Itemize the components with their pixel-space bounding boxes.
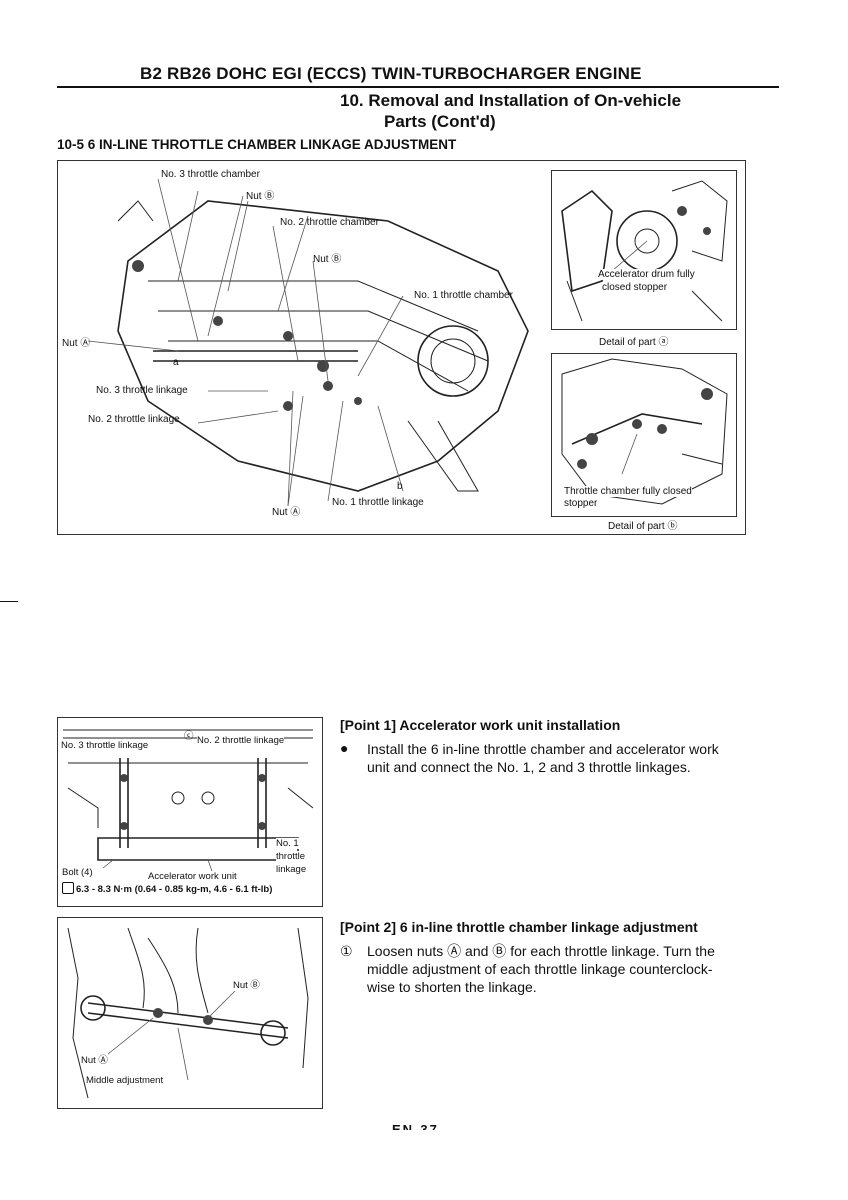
label-nut-b-top: Nut Ⓑ bbox=[246, 191, 275, 202]
label-no3-throttle-chamber: No. 3 throttle chamber bbox=[161, 169, 260, 180]
title-rule bbox=[57, 86, 779, 88]
point2-title: [Point 2] 6 in-line throttle chamber lin… bbox=[340, 919, 698, 935]
label-no1-throttle-chamber: No. 1 throttle chamber bbox=[414, 290, 513, 301]
subsection-title: 10-5 6 IN-LINE THROTTLE CHAMBER LINKAGE … bbox=[57, 137, 457, 152]
p1-label-bolt: Bolt (4) bbox=[62, 867, 93, 878]
p1-marker-c: ⓒ bbox=[184, 731, 194, 742]
marker-a: a bbox=[173, 357, 179, 368]
p1-label-no1-line2: throttle bbox=[276, 851, 306, 862]
detail-a-drawing bbox=[561, 180, 728, 322]
engine-drawing bbox=[87, 178, 529, 507]
point1-text-line1: Install the 6 in-line throttle chamber a… bbox=[367, 741, 719, 757]
point2-text-line3: wise to shorten the linkage. bbox=[367, 979, 537, 995]
point2-text-line2: middle adjustment of each throttle linka… bbox=[367, 961, 713, 977]
detail-a-label-line1: Accelerator drum fully bbox=[598, 269, 695, 280]
p2-label-nut-b: Nut Ⓑ bbox=[233, 977, 260, 991]
p2-label-middle: Middle adjustment bbox=[86, 1075, 164, 1086]
detail-a-label-line2: closed stopper bbox=[602, 282, 668, 293]
point2-drawing bbox=[67, 927, 309, 1099]
point1-title: [Point 1] Accelerator work unit installa… bbox=[340, 717, 621, 733]
label-nut-b-mid: Nut Ⓑ bbox=[313, 254, 342, 265]
p1-label-no3-linkage: No. 3 throttle linkage bbox=[61, 740, 149, 751]
detail-a-figure: Accelerator drum fully closed stopper bbox=[551, 170, 737, 330]
p2-label-nut-a: Nut Ⓐ bbox=[81, 1052, 108, 1066]
detail-b-label-line2: stopper bbox=[564, 498, 598, 509]
label-no3-throttle-linkage: No. 3 throttle linkage bbox=[96, 385, 188, 396]
p1-torque-text: 6.3 - 8.3 N·m (0.64 - 0.85 kg-m, 4.6 - 6… bbox=[76, 884, 273, 895]
marker-b: b bbox=[397, 481, 403, 492]
margin-mark bbox=[0, 601, 18, 602]
main-engine-figure: No. 3 throttle chamber Nut Ⓑ No. 2 throt… bbox=[57, 160, 746, 535]
p1-label-no2-linkage: No. 2 throttle linkage bbox=[197, 735, 285, 746]
point1-text: Install the 6 in-line throttle chamber a… bbox=[367, 740, 787, 776]
p1-label-no1-line3: linkage bbox=[276, 864, 307, 875]
p1-label-no1-line1: No. 1 bbox=[276, 838, 299, 849]
label-no1-throttle-linkage: No. 1 throttle linkage bbox=[332, 497, 424, 508]
detail-b-caption: Detail of part ⓑ bbox=[608, 521, 678, 532]
label-nut-a-bottom: Nut Ⓐ bbox=[272, 507, 301, 518]
point2-text: Loosen nuts Ⓐ and Ⓑ for each throttle li… bbox=[367, 942, 787, 996]
p1-torque-spec: 6.3 - 8.3 N·m (0.64 - 0.85 kg-m, 4.6 - 6… bbox=[62, 882, 272, 895]
detail-b-drawing bbox=[561, 358, 728, 505]
detail-b-label-line1: Throttle chamber fully closed bbox=[564, 486, 692, 497]
label-no2-throttle-linkage: No. 2 throttle linkage bbox=[88, 414, 180, 425]
label-nut-a-left: Nut Ⓐ bbox=[62, 338, 91, 349]
section-title-line2: Parts (Cont'd) bbox=[384, 112, 496, 131]
detail-b-figure: Throttle chamber fully closed stopper bbox=[551, 353, 737, 517]
label-no2-throttle-chamber: No. 2 throttle chamber bbox=[280, 217, 379, 228]
point2-text-line1: Loosen nuts Ⓐ and Ⓑ for each throttle li… bbox=[367, 943, 715, 959]
page-number: EN-37 bbox=[392, 1122, 439, 1130]
point1-bullet-icon: ● bbox=[340, 740, 349, 756]
point1-figure: No. 3 throttle linkage ⓒ No. 2 throttle … bbox=[57, 717, 323, 907]
p1-label-accel-unit: Accelerator work unit bbox=[148, 871, 237, 882]
point1-text-line2: unit and connect the No. 1, 2 and 3 thro… bbox=[367, 759, 691, 775]
page-title: B2 RB26 DOHC EGI (ECCS) TWIN-TURBOCHARGE… bbox=[140, 64, 642, 83]
point2-figure: Nut Ⓑ Nut Ⓐ Middle adjustment bbox=[57, 917, 323, 1109]
section-title-line1: 10. Removal and Installation of On-vehic… bbox=[340, 91, 682, 110]
torque-wrench-icon bbox=[62, 882, 74, 894]
section-title: 10. Removal and Installation of On-vehic… bbox=[340, 90, 760, 132]
point2-step-marker: ① bbox=[340, 943, 353, 959]
detail-a-caption: Detail of part ⓐ bbox=[599, 337, 669, 348]
